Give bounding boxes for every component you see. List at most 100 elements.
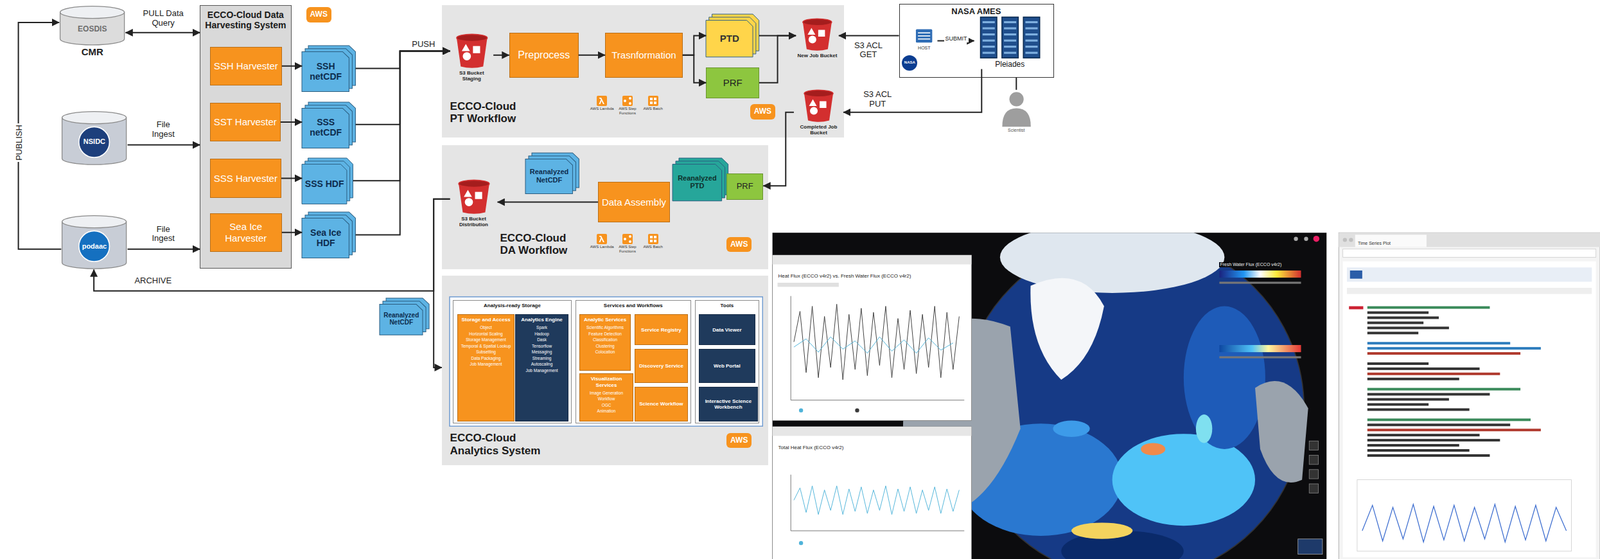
edge-label: PULL Data Query [140, 8, 187, 29]
file-page [672, 164, 722, 202]
map-controls [1309, 440, 1319, 450]
chart-window [777, 282, 839, 287]
browser-window [1350, 270, 1363, 279]
edge-label-slot: File Ingest [148, 224, 178, 245]
map-controls [1298, 538, 1323, 555]
edge-label: SUBMIT [944, 35, 969, 42]
logo-disc [79, 230, 110, 262]
lambda-icon [596, 95, 607, 106]
node-title: Reanalyzed NetCDF [526, 167, 572, 184]
node-title: SST Harvester [213, 116, 277, 128]
bucket-icon [818, 30, 826, 38]
lambda-icon [596, 233, 607, 245]
person-icon [1002, 107, 1031, 127]
globe [1195, 414, 1213, 443]
file-stack: Reanalyzed NetCDF [525, 152, 579, 194]
browser-window [1338, 232, 1600, 247]
database-cylinder: NSIDC [61, 110, 128, 166]
node-title: Analytics Engine [520, 316, 563, 323]
process-box: Science Workflow [634, 386, 688, 422]
node-shape [974, 16, 1046, 60]
aws-logo-text: AWS [726, 237, 752, 253]
s3-bucket: S3 Bucket Staging [450, 32, 494, 83]
nasa-logo-text: NASA [901, 55, 918, 71]
browser-window [1343, 249, 1597, 258]
browser-window [1367, 372, 1501, 376]
node-title: New Job Bucket [797, 53, 838, 60]
browser-window [1367, 448, 1470, 452]
step-icon [628, 240, 632, 243]
browser-window [1367, 393, 1491, 396]
browser-window [1343, 237, 1347, 242]
browser-window [1367, 428, 1541, 431]
service-icon: AWS Step Functions [615, 95, 640, 116]
connector [355, 50, 451, 124]
inner-frame [449, 296, 763, 426]
map-controls [1309, 483, 1319, 493]
list-item: Data Packaging [471, 355, 502, 361]
chart-window [790, 474, 792, 531]
node-title: SSS Harvester [213, 172, 278, 184]
edge-label-slot: PUBLISH [12, 116, 25, 169]
node-title: Sea Ice Harvester [212, 220, 280, 244]
service-label: AWS Batch [642, 244, 663, 250]
bucket-icon [464, 197, 473, 207]
connector [353, 50, 451, 181]
cylinder-top [62, 215, 127, 228]
file-stack: SSS HDF [301, 158, 353, 204]
step-icon [628, 235, 632, 238]
file-page [705, 20, 753, 58]
node-title: S3 Bucket Staging [450, 70, 494, 83]
process-box: PRF [726, 173, 764, 200]
s3-bucket: S3 Bucket Distribution [450, 178, 498, 229]
chart-window [772, 426, 972, 559]
batch-icon [653, 97, 657, 101]
node-title: Storage and Access [461, 316, 510, 323]
node-shape [998, 89, 1035, 127]
servers-icon [982, 33, 995, 36]
chart-window [854, 407, 859, 412]
aws-logo-text: AWS [726, 432, 752, 449]
process-box: Web Portal [698, 348, 755, 383]
system-group: NASA AMESHOSTPleiades [899, 3, 1055, 78]
list-item: Object [479, 325, 493, 330]
node-title: Discovery Service [639, 362, 684, 369]
batch-icon [648, 233, 659, 245]
connector [838, 35, 900, 37]
service-label: AWS Lambda [590, 106, 615, 112]
browser-window [1367, 351, 1521, 355]
aws-logo-text: AWS [306, 7, 332, 23]
node-title: PRF [736, 181, 754, 192]
service-icon: AWS Step Functions [615, 233, 640, 254]
list-item: Clustering [595, 343, 615, 349]
servers-icon [980, 16, 997, 58]
servers-icon [1003, 21, 1017, 24]
service-box: Visualization ServicesImage GenerationWo… [579, 373, 633, 422]
screenshot-text: Total Heat Flux (ECCO v4r2) [777, 444, 845, 451]
connector [125, 32, 200, 34]
connector [497, 201, 598, 203]
file-page [301, 107, 349, 148]
chart-window [772, 254, 972, 421]
connector [355, 50, 451, 235]
service-column: ToolsData ViewerWeb PortalInteractive Sc… [694, 299, 760, 424]
node-title: ECCO-Cloud DA Workflow [499, 231, 581, 257]
node-title: Services and Workflows [576, 300, 691, 309]
browser-window [1367, 433, 1480, 437]
service-label: AWS Step Functions [615, 244, 640, 254]
browser-window [1338, 232, 1600, 559]
lambda-icon [599, 235, 606, 243]
bucket-icon [819, 101, 827, 109]
process-box: Data Viewer [698, 314, 755, 345]
bucket-icon [458, 183, 490, 214]
map-controls [1309, 469, 1319, 479]
list-item: Autoscaling [531, 361, 554, 367]
service-label: AWS Batch [642, 106, 663, 112]
connector [763, 112, 794, 186]
node-title: Reanalyzed PTD [673, 174, 721, 191]
connector [493, 54, 510, 56]
node-title: Science Workflow [639, 400, 683, 407]
batch-icon [648, 233, 659, 245]
